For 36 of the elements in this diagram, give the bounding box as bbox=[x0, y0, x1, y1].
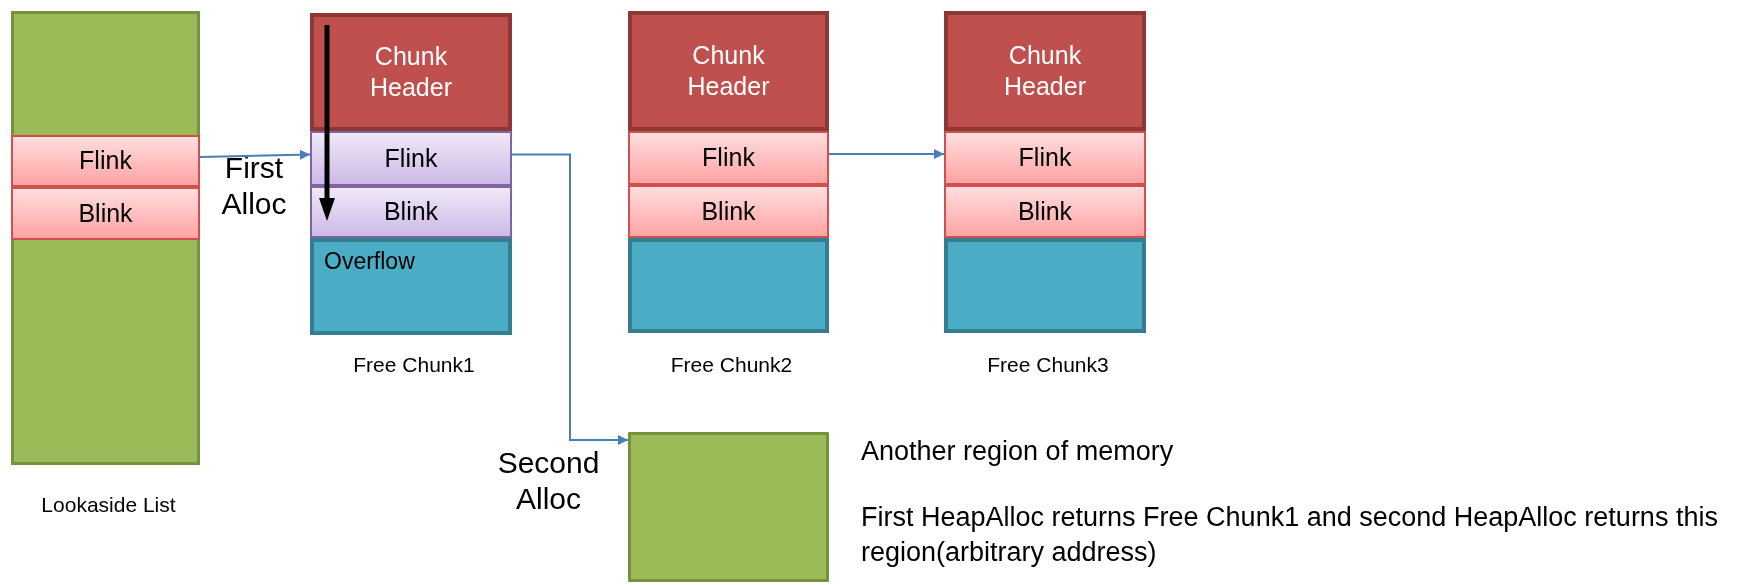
column-label: Free Chunk1 bbox=[352, 353, 476, 377]
arrow bbox=[199, 149, 311, 160]
header-label: Chunk Header bbox=[369, 40, 453, 103]
field-label: Blink bbox=[78, 197, 133, 229]
field-label: Flink bbox=[1018, 142, 1072, 174]
column-label: Free Chunk2 bbox=[669, 353, 794, 377]
region-label: Overflow bbox=[324, 248, 415, 275]
field-label: Flink bbox=[702, 142, 755, 174]
chunk-header-block bbox=[628, 11, 829, 131]
field-label: Flink bbox=[384, 142, 438, 174]
data-block bbox=[944, 238, 1146, 333]
chunk-header-block bbox=[310, 13, 512, 131]
chunk-header-block bbox=[944, 11, 1146, 131]
field-label: Blink bbox=[383, 196, 439, 228]
region-caption: Another region of memory bbox=[861, 436, 1174, 467]
field-label: Blink bbox=[701, 195, 756, 227]
header-label: Chunk Header bbox=[686, 39, 771, 102]
memory-region bbox=[628, 432, 829, 582]
column-label: Lookaside List bbox=[40, 493, 177, 517]
note-text: First HeapAlloc returns Free Chunk1 and second HeapAlloc returns this region(arbitrary address) bbox=[861, 501, 1719, 570]
pointer-field bbox=[310, 131, 512, 186]
pointer-field bbox=[310, 186, 512, 238]
pointer-field bbox=[628, 185, 829, 238]
pointer-field bbox=[944, 185, 1146, 238]
pointer-field bbox=[11, 187, 200, 240]
field-label: Blink bbox=[1017, 195, 1073, 227]
field-label: Flink bbox=[79, 145, 132, 177]
data-block bbox=[628, 238, 829, 333]
pointer-field bbox=[11, 135, 200, 187]
pointer-field bbox=[944, 131, 1146, 185]
header-label: Chunk Header bbox=[1003, 39, 1087, 102]
pointer-field bbox=[628, 131, 829, 185]
arrow bbox=[828, 149, 945, 159]
data-block bbox=[310, 238, 512, 335]
arrow bbox=[511, 153, 629, 445]
column-label: Free Chunk3 bbox=[986, 353, 1110, 377]
